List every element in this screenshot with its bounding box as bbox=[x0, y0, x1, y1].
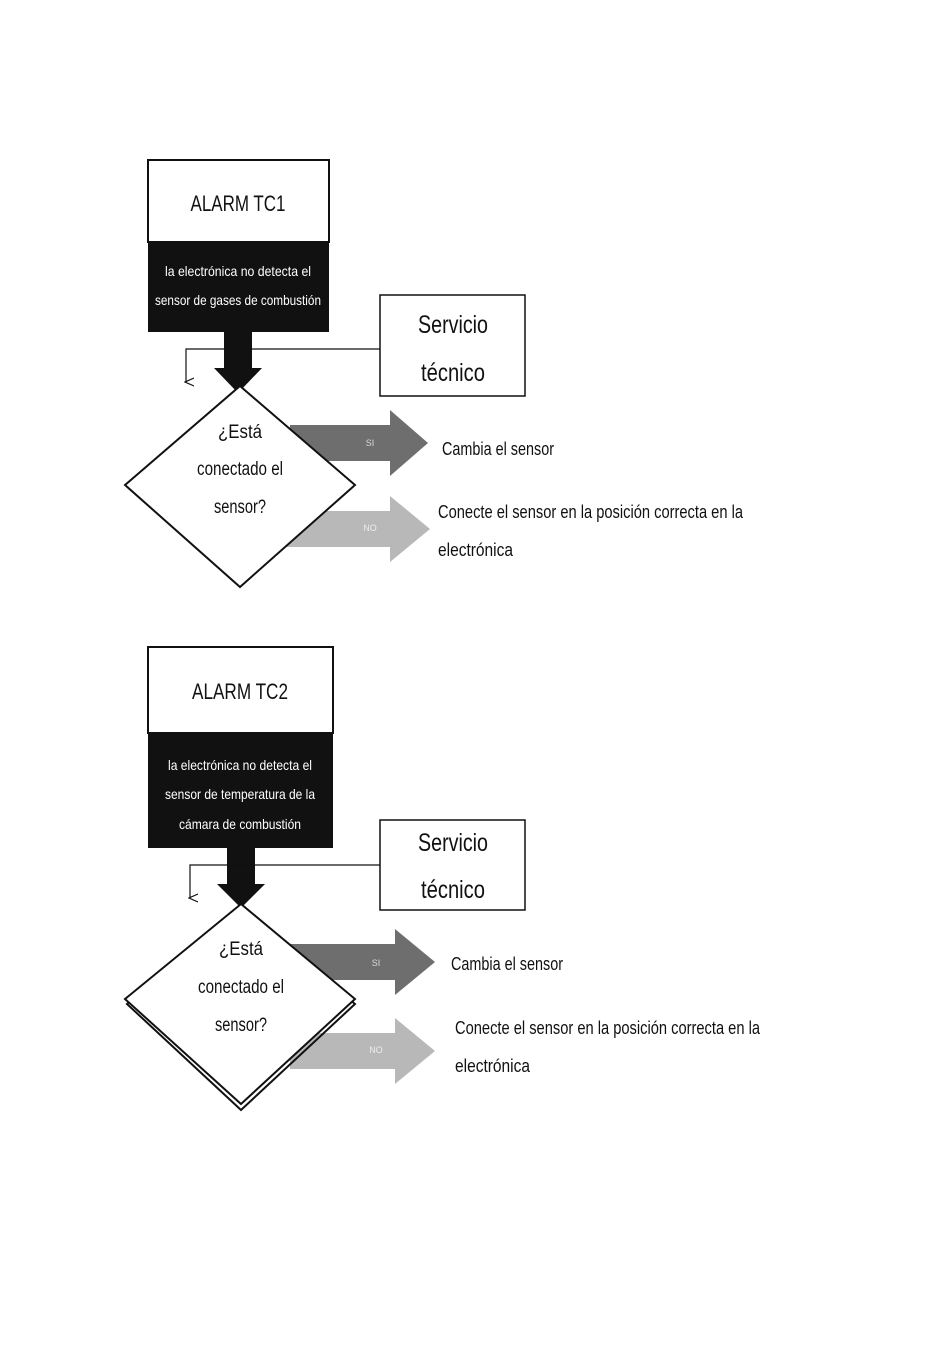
no-action: Conecte el sensor en la posición correct… bbox=[455, 1018, 761, 1038]
yes-action: Cambia el sensor bbox=[451, 954, 563, 974]
decision-question: conectado el bbox=[197, 459, 283, 480]
no-action: electrónica bbox=[455, 1056, 531, 1076]
yes-label: SI bbox=[366, 438, 375, 448]
service-connector bbox=[190, 864, 380, 898]
alarm-title: ALARM TC1 bbox=[191, 191, 286, 216]
alarm-description-line: sensor de temperatura de la bbox=[165, 786, 315, 802]
service-connector bbox=[186, 348, 380, 382]
yes-label: SI bbox=[372, 958, 381, 968]
decision-question: conectado el bbox=[198, 977, 284, 998]
decision-question: ¿Está bbox=[219, 939, 263, 960]
alarm-description-line: sensor de gases de combustión bbox=[155, 292, 321, 308]
service-label: técnico bbox=[421, 359, 485, 387]
no-label: NO bbox=[363, 523, 377, 533]
alarm-description-line: la electrónica no detecta el bbox=[168, 757, 312, 773]
flowchart-tc1: ALARM TC1 la electrónica no detecta el s… bbox=[123, 159, 744, 589]
service-box bbox=[379, 294, 526, 397]
service-label: Servicio bbox=[418, 311, 488, 339]
no-action: Conecte el sensor en la posición correct… bbox=[438, 502, 744, 522]
decision-question: sensor? bbox=[215, 1015, 267, 1036]
down-arrow bbox=[217, 848, 265, 908]
service-label: Servicio bbox=[418, 829, 488, 857]
alarm-description-line: la electrónica no detecta el bbox=[165, 263, 311, 279]
service-label: técnico bbox=[421, 876, 485, 904]
alarm-description-box bbox=[148, 242, 329, 332]
decision-question: sensor? bbox=[214, 497, 266, 518]
alarm-title: ALARM TC2 bbox=[192, 679, 288, 704]
decision-diamond bbox=[123, 384, 357, 589]
alarm-description-line: cámara de combustión bbox=[179, 816, 301, 832]
decision-question: ¿Está bbox=[218, 422, 262, 443]
decision-diamond bbox=[123, 902, 357, 1106]
alarm-title-box bbox=[147, 646, 334, 734]
service-box bbox=[379, 819, 526, 911]
flowchart-tc2: ALARM TC2 la electrónica no detecta el s… bbox=[123, 646, 761, 1112]
no-action: electrónica bbox=[438, 540, 514, 560]
down-arrow bbox=[214, 332, 262, 393]
alarm-title-box bbox=[147, 159, 330, 243]
alarm-description-box bbox=[148, 733, 333, 848]
no-arrow bbox=[290, 1018, 435, 1084]
yes-action: Cambia el sensor bbox=[442, 439, 554, 459]
no-label: NO bbox=[369, 1045, 383, 1055]
